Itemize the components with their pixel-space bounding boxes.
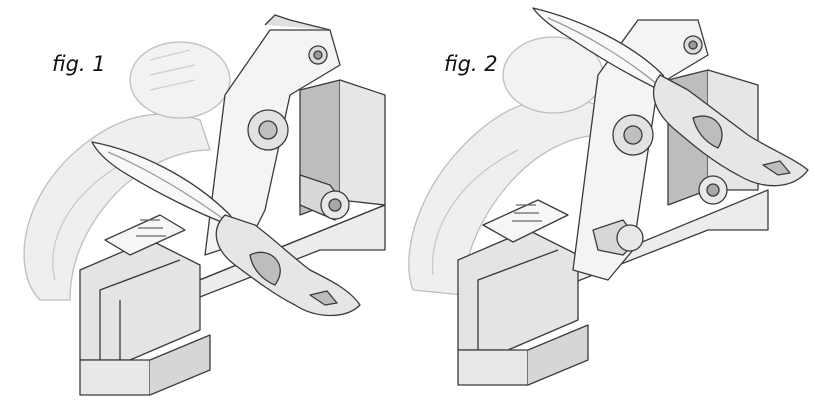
knife-handle [652, 74, 809, 187]
knife-handle [215, 214, 361, 317]
figure-2-label: fig. 2 [444, 52, 498, 76]
knife-blade [532, 7, 671, 96]
motor-housing [129, 41, 231, 119]
clamp-body [79, 239, 201, 361]
guide-block [104, 214, 186, 256]
handle-loop [23, 113, 211, 301]
clamp-body [457, 229, 579, 351]
figure-2-panel: fig. 2 [408, 0, 815, 404]
figure-1-label: fig. 1 [52, 52, 106, 76]
knife-blade [91, 141, 239, 229]
figure-2-drawing [408, 7, 809, 386]
figure-1-panel: fig. 1 [0, 0, 407, 404]
figure-1-drawing [23, 14, 386, 396]
